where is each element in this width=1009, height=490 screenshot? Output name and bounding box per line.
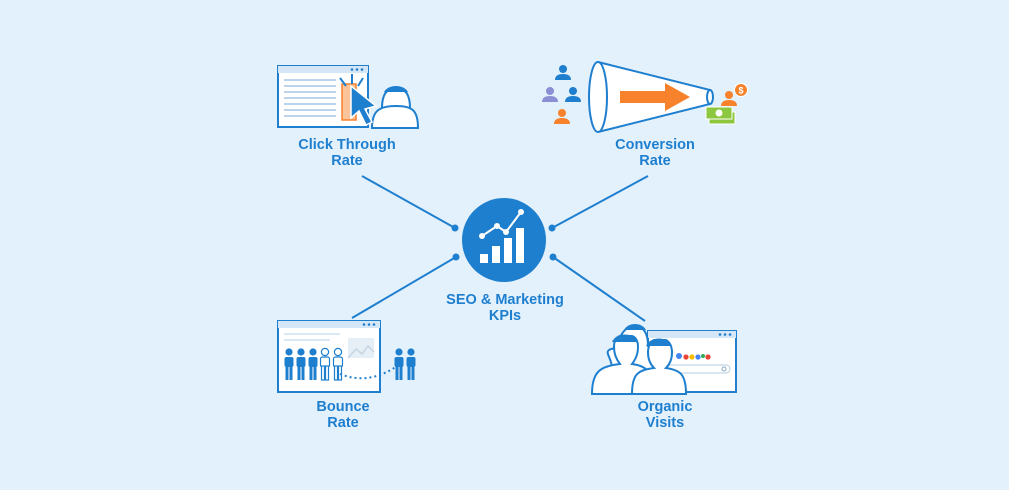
person-icon [721,91,737,106]
label-line: KPIs [488,308,522,324]
person-outline-icon [332,347,344,381]
person-outline-icon [319,347,331,381]
organic-visits-label: Organic Visits [580,399,750,431]
label-line: Bounce [316,399,370,415]
conversion-rate-label: Conversion Rate [570,137,740,169]
bounce-rate-label: Bounce Rate [258,399,428,431]
connector-conv [551,175,649,229]
person-icon [394,348,404,380]
label-line: Organic [637,399,693,415]
connector-dots [451,224,557,261]
funnel-megaphone-icon: $ [542,61,748,133]
connector-dot [452,253,460,261]
label-line: Visits [645,415,685,431]
label-line: Rate [331,153,363,169]
connector-dot [451,224,459,232]
chart-growth-icon [462,198,546,282]
connector-organic [552,256,646,322]
connector-bounce [351,256,457,319]
browser-cursor-icon [277,65,420,129]
connectors [351,175,649,322]
coin-icon: $ [734,83,748,97]
connector-ctr [361,175,456,229]
person-icon [308,348,318,380]
connector-dot [549,253,557,261]
label-line: Rate [639,153,671,169]
person-icon [296,348,306,380]
coin-symbol: $ [738,86,743,96]
label-line: SEO & Marketing [446,292,564,308]
label-line: Conversion [615,137,695,153]
click-through-rate-label: Click Through Rate [262,137,432,169]
person-icon [406,348,416,380]
person-icon [554,109,570,124]
seo-marketing-kpis-label: SEO & Marketing KPIs [420,292,590,324]
person-icon [542,87,558,102]
label-line: Rate [327,415,359,431]
person-bust-icon [630,338,688,395]
person-icon [565,87,581,102]
person-icon [284,348,294,380]
person-icon [555,65,571,80]
people-leaving-icon [277,320,416,393]
connector-dot [548,224,556,232]
label-line: Click Through [298,137,396,153]
cash-stack-icon [705,106,736,125]
search-visitors-icon [590,324,737,395]
search-logo-dots [676,353,711,360]
